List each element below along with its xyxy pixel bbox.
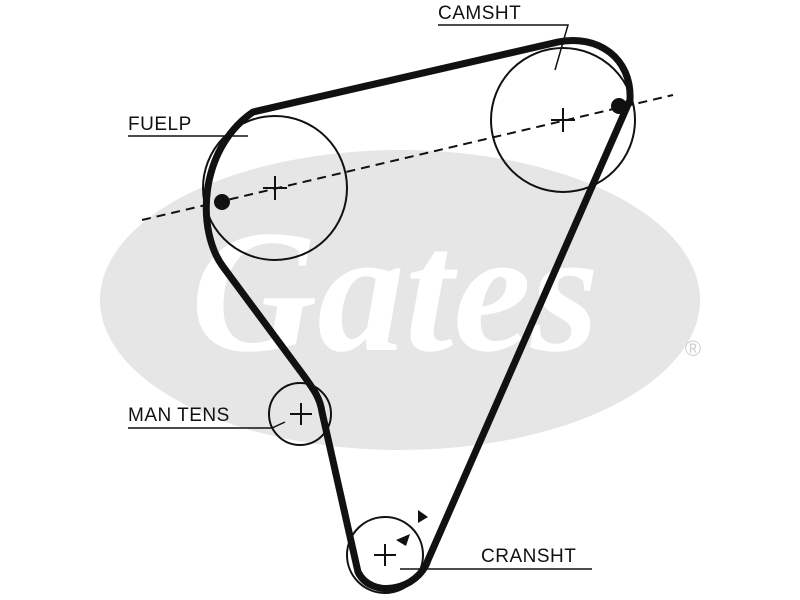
rotation-arrow-icon: [418, 510, 428, 523]
fuel-pump-label: FUELP: [128, 114, 192, 135]
gates-logo-watermark: Gates ®: [100, 150, 701, 450]
fuel-pump-timing-mark-icon: [214, 194, 230, 210]
camshaft-pulley: [490, 47, 636, 193]
alignment-line: [141, 94, 674, 221]
crankshaft-timing-mark-icon: [396, 534, 410, 546]
fuel-pump-pulley: [202, 115, 348, 261]
tensioner-center-icon: [290, 403, 312, 425]
tensioner-leader-line: [128, 421, 286, 429]
registered-mark: ®: [685, 336, 701, 361]
camshaft-timing-mark-icon: [611, 98, 627, 114]
crankshaft-label: CRANSHT: [481, 546, 576, 567]
timing-belt: [202, 37, 634, 592]
fuel-pump-center-icon: [263, 176, 287, 200]
tensioner-pulley: [268, 382, 332, 446]
logo-wordmark: Gates: [191, 194, 599, 388]
camshaft-label: CAMSHT: [438, 3, 521, 24]
crankshaft-center-icon: [374, 544, 396, 566]
camshaft-leader-line: [438, 24, 569, 71]
logo-oval: [100, 150, 700, 450]
manual-tensioner-label: MAN TENS: [128, 405, 230, 426]
camshaft-center-icon: [551, 108, 575, 132]
crankshaft-pulley: [346, 516, 424, 594]
